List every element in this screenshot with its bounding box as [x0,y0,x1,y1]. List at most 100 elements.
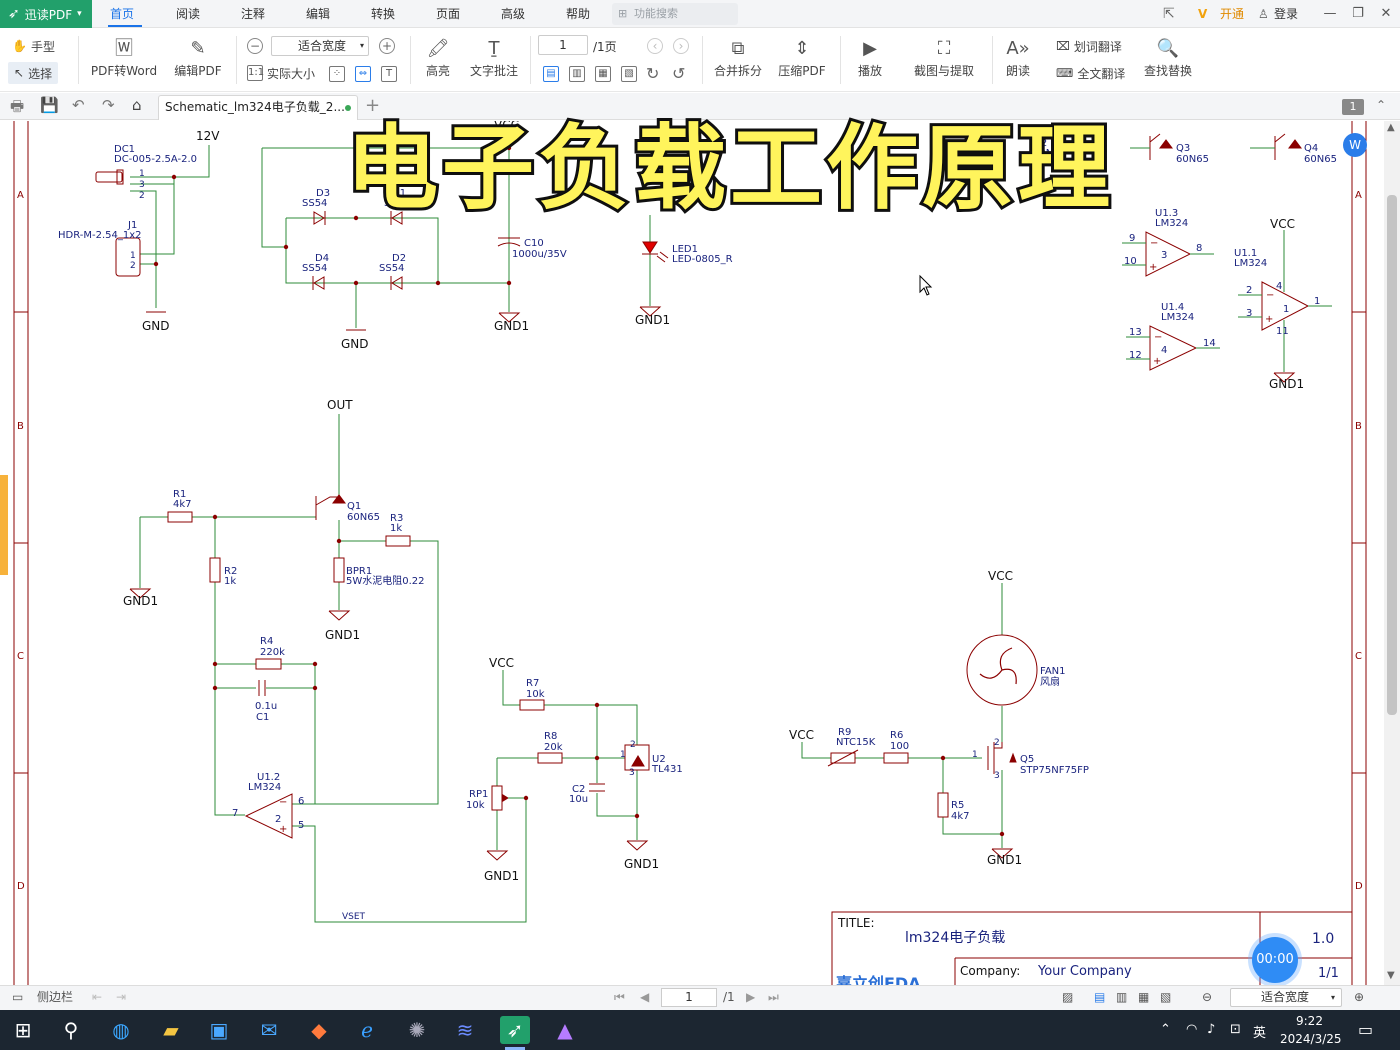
book-view-icon[interactable]: ▧ [1160,990,1172,1004]
next-page-status-icon[interactable]: ▶ [746,990,756,1004]
login-button[interactable]: 登录 [1274,7,1299,21]
paint-drop-icon[interactable]: ◆ [311,1018,327,1042]
undo-icon[interactable]: ↶ [72,96,85,114]
next-page-icon[interactable]: › [673,38,689,54]
vip-button[interactable]: 开通 [1220,7,1245,21]
status-zoom-in-icon[interactable]: ⊕ [1354,990,1365,1004]
select-tool-button[interactable]: ↖选择 [8,62,59,84]
save-icon[interactable]: 💾 [40,96,59,114]
status-page-input[interactable]: 1 [661,988,717,1007]
minimize-icon[interactable]: — [1323,6,1337,21]
mail-icon[interactable]: ✉ [260,1018,278,1042]
home-icon[interactable]: ⌂ [132,96,142,114]
status-zoom-select[interactable]: 适合宽度▾ [1230,988,1342,1007]
single-view-icon[interactable]: ▤ [1094,990,1106,1004]
menu-2[interactable]: 注释 [241,7,266,21]
recording-timer[interactable]: 00:00 [1252,937,1298,983]
play-button[interactable]: ▶播放 [857,38,882,78]
tray-expand-icon[interactable]: ⌃ [1160,1022,1171,1037]
full-translate-button[interactable]: ⌨全文翻译 [1056,66,1126,81]
first-page-icon[interactable]: ⏮ [614,990,625,1004]
last-page-icon[interactable]: ⏭ [768,990,779,1004]
rotate-right-icon[interactable]: ↻ [646,64,660,83]
prev-page-icon[interactable]: ‹ [647,38,663,54]
collapse-icon[interactable]: ⌃ [1376,98,1387,112]
app-stack-icon[interactable]: ≋ [456,1018,474,1042]
compress-pdf-button[interactable]: ⇕压缩PDF [778,38,826,78]
store-icon[interactable]: ▣ [209,1018,229,1042]
clock-time[interactable]: 9:22 [1296,1014,1323,1028]
file-explorer-icon[interactable]: ▰ [163,1018,179,1042]
share-icon[interactable]: ⇱ [1163,6,1175,22]
scrollbar-thumb[interactable] [1387,195,1397,715]
prev-page-status-icon[interactable]: ◀ [640,990,650,1004]
floating-tool-icon[interactable]: W [1343,133,1367,157]
read-aloud-button[interactable]: A»朗读 [1005,38,1030,78]
page-number-input[interactable]: 1 [538,35,588,55]
menu-7[interactable]: 帮助 [566,7,591,21]
video-editor-icon[interactable]: ▲ [557,1018,573,1042]
ime-mode-icon[interactable]: ⊡ [1230,1022,1241,1037]
app-menu-button[interactable]: ➶ 迅读PDF ▾ [0,0,92,28]
left-panel-handle[interactable] [0,475,8,575]
document-view[interactable]: A B C D A B C D DC1 DC-005-2.5A-2.0 1 3 … [0,121,1384,985]
search-icon[interactable]: ⚲ [63,1018,79,1042]
rotate-left-icon[interactable]: ↺ [672,64,686,83]
xundu-pdf-taskbar-icon[interactable]: ➶ [500,1016,530,1044]
status-zoom-out-icon[interactable]: ⊖ [1202,990,1213,1004]
new-tab-icon[interactable]: + [365,95,381,116]
continuous-icon[interactable]: ▧ [621,66,637,82]
redo-icon[interactable]: ↷ [102,96,115,114]
document-tab[interactable]: Schematic_lm324电子负载_2... [158,95,358,120]
nav-back-icon[interactable]: ⇤ [92,990,103,1004]
volume-icon[interactable]: ♪ [1207,1022,1216,1037]
scroll-up-icon[interactable]: ▲ [1387,122,1395,133]
zoom-in-icon[interactable]: + [379,38,395,54]
restore-icon[interactable]: ❐ [1352,6,1364,21]
palette-icon[interactable]: ✺ [408,1018,426,1042]
dc1-pin1: 1 [139,169,145,179]
dark-mode-icon[interactable]: ▨ [1062,990,1074,1004]
zoom-select[interactable]: 适合宽度▾ [271,36,369,56]
sidebar-label[interactable]: 侧边栏 [37,990,74,1004]
double-page-icon[interactable]: ▥ [569,66,585,82]
hand-tool-button[interactable]: ✋手型 [12,39,55,54]
find-replace-button[interactable]: 🔍查找替换 [1143,38,1192,78]
continuous-view-icon[interactable]: ▦ [1138,990,1150,1004]
menu-1[interactable]: 阅读 [176,7,201,21]
menu-0[interactable]: 首页 [110,7,135,21]
double-view-icon[interactable]: ▥ [1116,990,1128,1004]
clock-date[interactable]: 2024/3/25 [1280,1032,1342,1046]
thumbnail-icon[interactable]: ▦ [595,66,611,82]
menu-5[interactable]: 页面 [436,7,461,21]
text-select-icon[interactable]: T [381,66,397,82]
notification-icon[interactable]: ▭ [1358,1020,1374,1039]
zoom-out-icon[interactable]: − [247,38,263,54]
network-icon[interactable]: ◠ [1186,1022,1198,1037]
border-row-b-right: B [1355,421,1362,432]
highlight-button[interactable]: 🖍高亮 [425,38,450,78]
scroll-down-icon[interactable]: ▼ [1387,970,1395,981]
single-page-icon[interactable]: ▤ [543,66,559,82]
fit-page-icon[interactable]: ⁘ [329,66,345,82]
windows-start-icon[interactable]: ⊞ [14,1018,32,1042]
menu-6[interactable]: 高级 [501,7,526,21]
print-icon[interactable]: 🖶 [10,97,25,115]
menu-4[interactable]: 转换 [371,7,396,21]
merge-split-button[interactable]: ⧉合并拆分 [713,38,762,78]
sidebar-toggle-icon[interactable]: ▭ [12,990,24,1004]
menu-3[interactable]: 编辑 [306,7,331,21]
fit-width-icon[interactable]: ⇔ [355,66,371,82]
feature-search-input[interactable]: ⊞功能搜索 [612,3,738,25]
ie-icon[interactable]: ℯ [361,1018,373,1042]
edit-pdf-button[interactable]: ✎编辑PDF [174,38,222,78]
nav-forward-icon[interactable]: ⇥ [116,990,127,1004]
ime-language[interactable]: 英 [1253,1026,1267,1041]
word-translate-button[interactable]: ⌧划词翻译 [1056,39,1122,54]
close-icon[interactable]: ✕ [1380,6,1392,21]
capture-extract-button[interactable]: ⛶截图与提取 [913,38,974,78]
edge-browser-icon[interactable]: ◍ [112,1018,130,1042]
